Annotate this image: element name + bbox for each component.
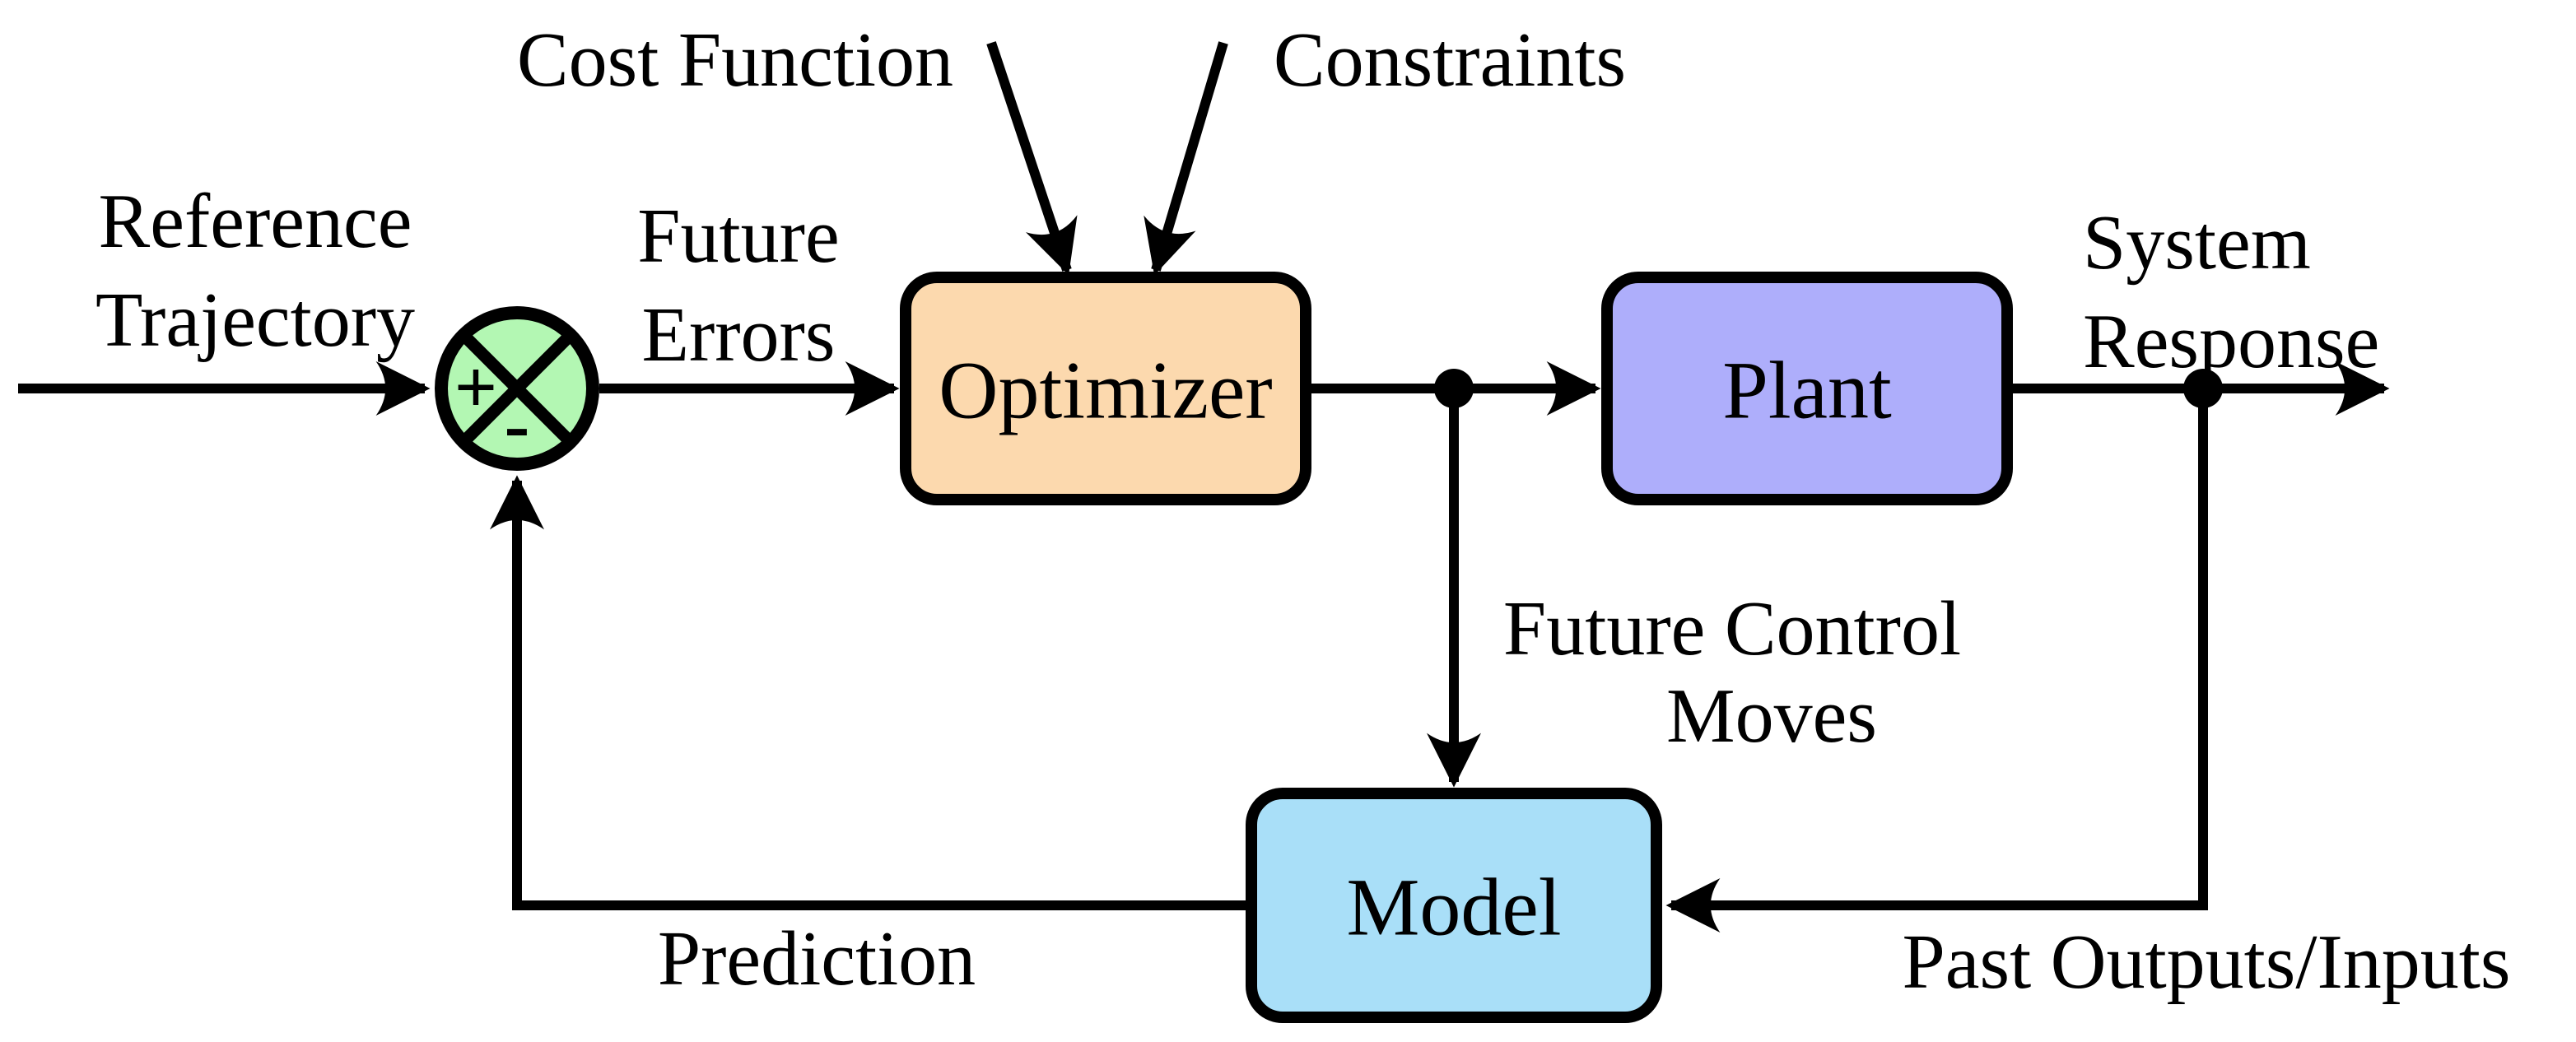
optimizer-node: Optimizer (900, 272, 1311, 505)
reference-trajectory-line1: Reference (99, 179, 412, 264)
future-control-moves-line1: Future Control (1503, 586, 1961, 672)
reference-trajectory-label: Reference Trajectory (95, 179, 415, 363)
summing-junction-cross-line (459, 330, 575, 447)
model-box (1246, 788, 1662, 1023)
output-branch-junction-dot (2183, 369, 2223, 408)
plant-node: Plant (1601, 272, 2013, 505)
plant-box (1601, 272, 2013, 505)
cost-function-arrow (986, 41, 1078, 276)
optimizer-label: Optimizer (939, 345, 1272, 436)
summing-junction: + - (435, 306, 599, 471)
system-response-line2: Response (2083, 299, 2379, 384)
plus-sign: + (454, 345, 497, 429)
constraints-arrow (1144, 41, 1228, 276)
future-control-moves-line2: Moves (1666, 673, 1877, 759)
system-response-label: System Response (2083, 200, 2379, 384)
optimizer-box (900, 272, 1311, 505)
model-node: Model (1246, 788, 1662, 1023)
control-branch-junction-dot (1434, 369, 1474, 408)
plant-label: Plant (1722, 345, 1892, 436)
future-control-moves-label: Future Control Moves (1503, 586, 1961, 759)
past-outputs-inputs-label: Past Outputs/Inputs (1902, 919, 2510, 1005)
future-errors-line1: Future (637, 193, 839, 279)
minus-sign: - (505, 383, 530, 467)
cost-function-label: Cost Function (517, 17, 953, 103)
future-errors-line2: Errors (642, 292, 836, 378)
reference-trajectory-line2: Trajectory (95, 277, 415, 363)
signal-lines (18, 41, 2390, 933)
future-errors-label: Future Errors (637, 193, 839, 378)
model-label: Model (1346, 862, 1561, 953)
constraints-label: Constraints (1274, 17, 1626, 103)
past-outputs-feedback-arrow (1665, 388, 2208, 933)
prediction-feedback-arrow (490, 475, 1248, 910)
prediction-label: Prediction (658, 916, 976, 1002)
system-response-line1: System (2083, 200, 2311, 286)
